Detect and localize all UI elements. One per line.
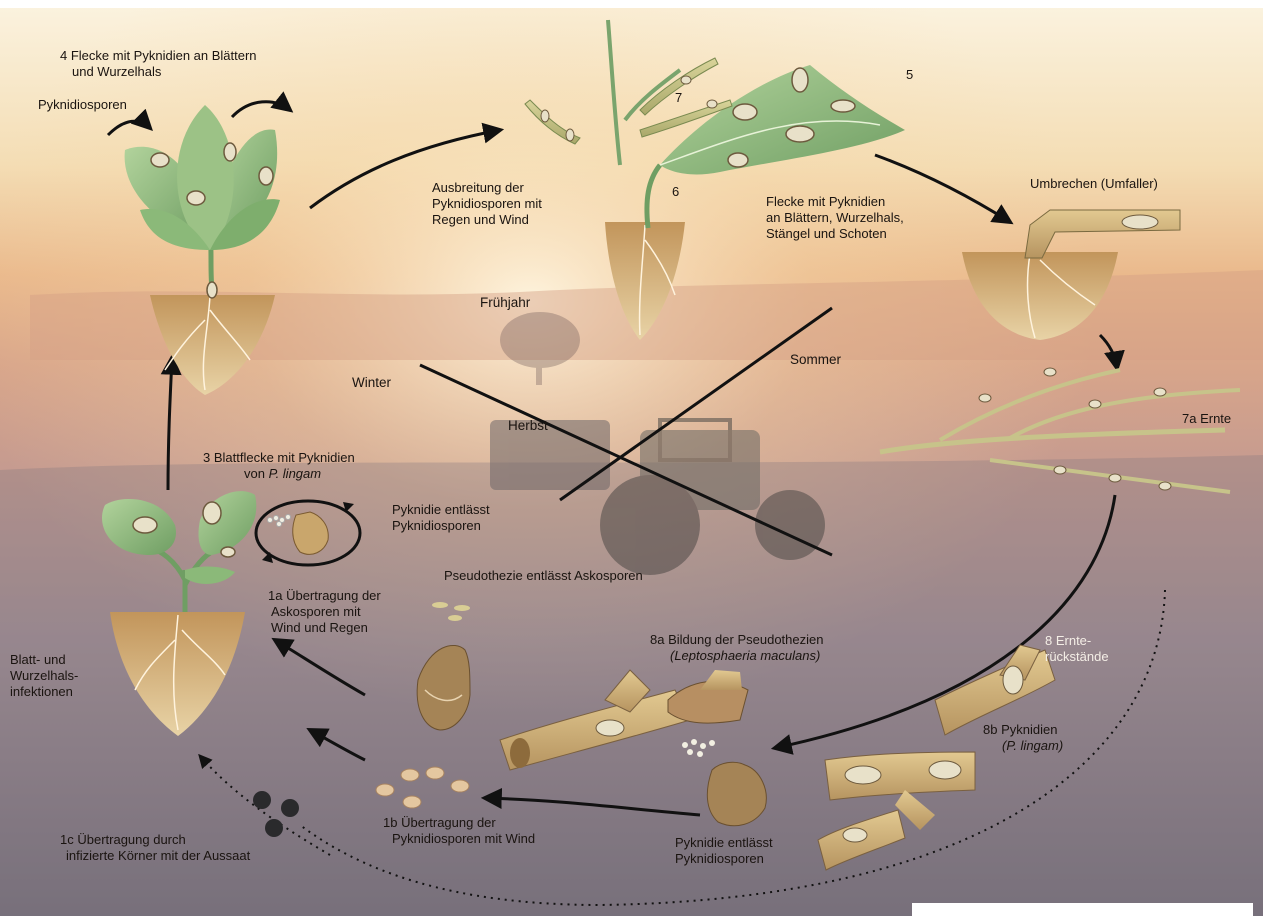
label-herbst: Herbst — [508, 418, 548, 434]
label-num-6: 6 — [672, 184, 679, 200]
label-8-cont: rückstände — [1045, 649, 1109, 665]
label-1c-2: infizierte Körner mit der Aussaat — [66, 848, 250, 864]
top-border — [0, 0, 1263, 8]
label-8b-species: (P. lingam) — [1002, 738, 1063, 754]
label-spread-2: Pyknidiosporen mit — [432, 196, 542, 212]
label-8a-species: (Leptosphaeria maculans) — [670, 648, 820, 664]
label-stage-3-cont: von P. lingam — [244, 466, 321, 482]
label-stage-3-von: von — [244, 466, 269, 481]
label-stage-3: 3 Blattflecke mit Pyknidien — [203, 450, 355, 466]
label-8: 8 Ernte- — [1045, 633, 1091, 649]
label-infektionen: Blatt- und — [10, 652, 66, 668]
label-flecke: Flecke mit Pyknidien — [766, 194, 885, 210]
label-pyknidie-1-cont: Pyknidiosporen — [392, 518, 481, 534]
label-1a-2: Askosporen mit — [271, 604, 361, 620]
label-stage-4-cont: und Wurzelhals — [72, 64, 161, 80]
label-flecke-3: Stängel und Schoten — [766, 226, 887, 242]
label-infektionen-3: infektionen — [10, 684, 73, 700]
label-spread: Ausbreitung der — [432, 180, 524, 196]
label-stage-3-species: P. lingam — [269, 466, 322, 481]
label-flecke-2: an Blättern, Wurzelhals, — [766, 210, 904, 226]
label-1a: 1a Übertragung der — [268, 588, 381, 604]
label-pseudothezie: Pseudothezie entlässt Askosporen — [444, 568, 643, 584]
label-pyknidie-1: Pyknidie entlässt — [392, 502, 490, 518]
label-spread-3: Regen und Wind — [432, 212, 529, 228]
label-1c: 1c Übertragung durch — [60, 832, 186, 848]
label-pyknidie-2: Pyknidie entlässt — [675, 835, 773, 851]
label-sommer: Sommer — [790, 352, 841, 368]
label-num-7: 7 — [675, 90, 682, 106]
label-1a-3: Wind und Regen — [271, 620, 368, 636]
label-ernte: 7a Ernte — [1182, 411, 1231, 427]
label-pyknidiosporen: Pyknidiosporen — [38, 97, 127, 113]
label-stage-4: 4 Flecke mit Pyknidien an Blättern — [60, 48, 257, 64]
label-fruehjahr: Frühjahr — [480, 295, 530, 311]
label-8a: 8a Bildung der Pseudothezien — [650, 632, 823, 648]
label-1b-2: Pyknidiosporen mit Wind — [392, 831, 535, 847]
label-pyknidie-2-cont: Pyknidiosporen — [675, 851, 764, 867]
label-1b: 1b Übertragung der — [383, 815, 496, 831]
corner-blank-box — [912, 903, 1253, 916]
label-winter: Winter — [352, 375, 391, 391]
label-umbrechen: Umbrechen (Umfaller) — [1030, 176, 1158, 192]
label-num-5: 5 — [906, 67, 913, 83]
label-8b: 8b Pyknidien — [983, 722, 1057, 738]
label-infektionen-2: Wurzelhals- — [10, 668, 78, 684]
